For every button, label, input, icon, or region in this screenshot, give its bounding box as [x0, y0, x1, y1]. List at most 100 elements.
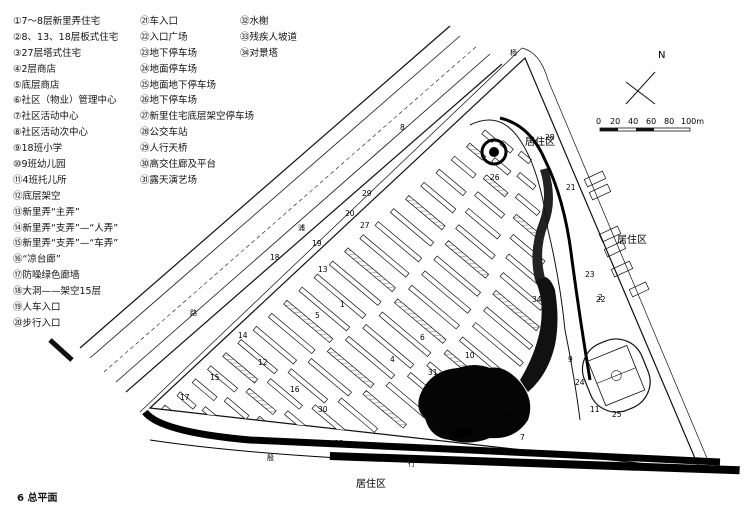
housing-block — [245, 387, 277, 416]
housing-block — [255, 415, 282, 439]
legend-item: ⑦社区活动中心 — [13, 111, 79, 123]
legend-item: ④2层商店 — [13, 63, 57, 75]
housing-block — [207, 365, 239, 393]
area-label-south: 居住区 — [356, 477, 386, 490]
legend-item: ㉞对景塔 — [240, 47, 279, 59]
legend-item: ⑬新里弄“主弄” — [13, 206, 80, 218]
marker-8: 8 — [400, 123, 405, 132]
housing-block — [362, 324, 415, 369]
marker-1: 1 — [340, 300, 345, 309]
legend-item: ㉒入口广场 — [140, 31, 188, 43]
housing-block — [374, 221, 423, 263]
scale-tick-20: 20 — [610, 117, 620, 126]
legend-item: ㉛露天演艺场 — [140, 174, 198, 186]
marker-27: 27 — [360, 221, 370, 230]
housing-block — [483, 306, 534, 350]
legend-item: ㉚高交住廊及平台 — [140, 159, 217, 171]
legend-item: ⑰防噪绿色廊墙 — [13, 270, 80, 282]
legend-item: ㉜水榭 — [240, 16, 269, 27]
legend-item: ⑭新里弄“支弄”—“人弄” — [13, 222, 119, 234]
marker-25: 25 — [612, 410, 622, 419]
legend-item: ㉔地面停车场 — [140, 63, 198, 75]
marker-32: 32 — [502, 413, 512, 422]
marker-10: 10 — [465, 351, 475, 360]
housing-block — [362, 390, 407, 429]
housing-block — [378, 311, 432, 357]
legend-item: ⑪4班托儿所 — [13, 174, 67, 186]
east-block-arc — [499, 116, 592, 381]
housing-block — [492, 289, 540, 332]
legend-item: ㉘公交车站 — [140, 127, 188, 139]
legend-item: ㉗新里住宅底层架空停车场 — [140, 111, 255, 123]
marker-13: 13 — [318, 265, 328, 274]
scale-tick-40: 40 — [628, 117, 638, 126]
housing-block — [433, 255, 482, 297]
marker-30: 30 — [318, 405, 328, 414]
south-road-band — [329, 452, 740, 475]
scale-tick-100m: 100m — [681, 117, 704, 126]
housing-block — [252, 325, 298, 365]
small-pond — [452, 427, 472, 439]
marker-28: 28 — [545, 133, 555, 142]
housing-block — [283, 299, 334, 344]
marker-19: 19 — [312, 239, 322, 248]
housing-block — [307, 357, 352, 397]
housing-block — [267, 312, 316, 355]
housing-block — [176, 391, 197, 410]
east-garden-path — [469, 119, 581, 421]
canal — [532, 168, 553, 280]
marker-11: 11 — [590, 405, 600, 414]
marker-7: 7 — [520, 433, 525, 442]
legend-item: ⑳步行入口 — [13, 317, 61, 329]
road-name-char-6: 路 — [570, 459, 577, 468]
marker-33: 33 — [334, 439, 344, 448]
housing-block — [491, 157, 512, 176]
housing-block — [298, 286, 351, 332]
sports-field — [581, 338, 651, 413]
housing-block — [389, 208, 435, 247]
area-label-north: 居住区 — [525, 135, 555, 148]
marker-5: 5 — [315, 311, 320, 320]
housing-block — [435, 168, 467, 197]
housing-block — [359, 234, 410, 278]
housing-block — [450, 155, 477, 179]
marker-4: 4 — [390, 355, 395, 364]
housing-block — [464, 207, 501, 240]
housing-block — [514, 193, 541, 216]
housing-block — [517, 150, 533, 165]
legend-item: ㉑车入口 — [140, 16, 179, 27]
marker-23: 23 — [585, 270, 595, 279]
north-arrow — [625, 71, 656, 105]
housing-block — [455, 224, 496, 260]
marker-12: 12 — [258, 358, 268, 367]
tower-core — [489, 147, 499, 157]
green-noise-wall — [142, 409, 721, 466]
east-row-housing — [583, 170, 650, 298]
marker-16: 16 — [290, 385, 300, 394]
marker-29: 29 — [362, 189, 372, 198]
housing-block — [444, 240, 490, 279]
road-name-char-3: 路 — [190, 308, 197, 317]
housing-block — [421, 270, 472, 314]
scale-tick-80: 80 — [664, 117, 674, 126]
housing-block — [237, 339, 278, 375]
legend-item: ㉖地下停车场 — [140, 95, 198, 107]
marker-2: 2 — [598, 293, 603, 302]
housing-block — [482, 174, 509, 198]
legend-item: ⑤底层商店 — [13, 79, 60, 91]
road-name-char-2: 浦 — [298, 223, 305, 232]
marker-9: 9 — [568, 355, 573, 364]
legend-item: ③27层塔式住宅 — [13, 47, 82, 59]
housing-block — [516, 171, 537, 191]
marker-22: 22 — [596, 295, 606, 304]
housing-block — [222, 352, 259, 384]
road-name-char-5: 行 — [408, 459, 415, 468]
marker-21: 21 — [566, 183, 576, 192]
housing-block — [344, 247, 396, 293]
marker-31: 31 — [428, 368, 438, 377]
tower-circle — [480, 138, 508, 166]
marker-34: 34 — [532, 295, 542, 304]
